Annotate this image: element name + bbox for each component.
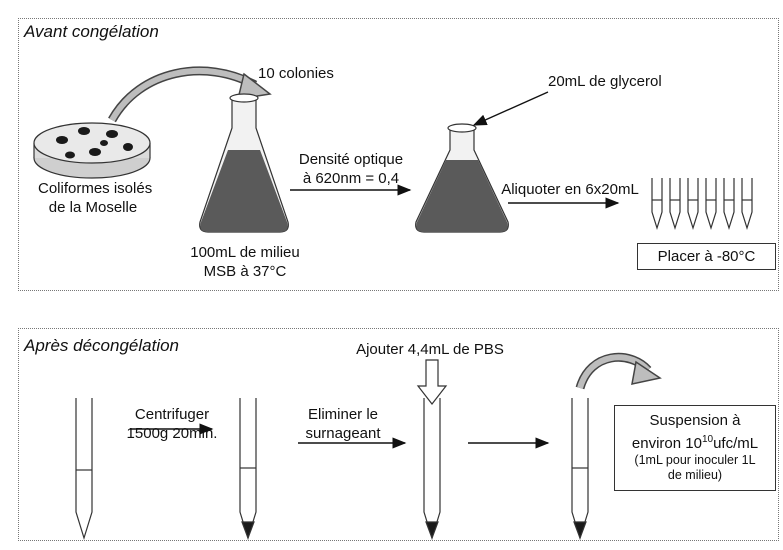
arrow-glycerol	[472, 91, 549, 126]
petri-dish-icon	[33, 122, 151, 179]
medium-label-line2: MSB à 37°C	[203, 263, 287, 280]
aliquot-tube	[669, 178, 681, 231]
result-line2: environ 1010ufc/mL	[615, 430, 775, 453]
aliquot-tube	[741, 178, 753, 231]
colonies-label: 10 colonies	[258, 65, 334, 82]
medium-label-line1: 100mL de milieu	[190, 244, 300, 261]
centrifuge-label-line2: 1500g 20min.	[126, 425, 218, 442]
after-thawing-panel	[18, 328, 779, 541]
tube-before-centrifuge-icon	[75, 398, 93, 541]
add-pbs-arrow-icon	[416, 359, 448, 405]
aliquot-tubes-icon	[651, 178, 753, 231]
remove-supernatant-label: Eliminer le surnageant	[298, 405, 388, 443]
result-line1: Suspension à	[649, 412, 741, 429]
od-label-line2: à 620nm = 0,4	[302, 170, 400, 187]
medium-label: 100mL de milieu MSB à 37°C	[170, 243, 320, 281]
result-arrow-head	[631, 360, 662, 385]
source-label-line2: de la Moselle	[48, 199, 138, 216]
result-line2-pre: environ 10	[631, 435, 702, 452]
after-thawing-title: Après décongélation	[24, 336, 180, 355]
aliquot-tube	[723, 178, 735, 231]
aliquot-tube	[687, 178, 699, 231]
tube-after-centrifuge-icon	[239, 398, 257, 541]
tube-pellet-icon	[423, 398, 441, 541]
centrifuge-label-line1: Centrifuger	[134, 406, 210, 423]
flask-culture-icon	[199, 93, 289, 233]
tube-resuspended-icon	[571, 398, 589, 541]
result-line4: de milieu)	[667, 468, 723, 482]
glycerol-label: 20mL de glycerol	[548, 73, 662, 90]
aliquot-label: Aliquoter en 6x20mL	[501, 181, 639, 198]
remove-label-line2: surnageant	[305, 425, 381, 442]
od-label: Densité optique à 620nm = 0,4	[282, 150, 420, 188]
store-box: Placer à -80°C	[637, 243, 776, 270]
remove-label-line1: Eliminer le	[307, 406, 379, 423]
od-label-line1: Densité optique	[298, 151, 404, 168]
centrifuge-label: Centrifuger 1500g 20min.	[120, 405, 224, 443]
result-line2-sup: 10	[701, 434, 714, 445]
source-label-line1: Coliformes isolés	[38, 180, 153, 197]
before-freezing-title: Avant congélation	[24, 22, 159, 41]
colony-dots	[56, 127, 133, 159]
aliquot-tube	[651, 178, 663, 231]
flask-glycerol-icon	[415, 123, 509, 233]
before-freezing-panel	[18, 18, 779, 291]
result-line3: (1mL pour inoculer 1L	[634, 453, 756, 467]
aliquot-tube	[705, 178, 717, 231]
source-label: Coliformes isolés de la Moselle	[38, 179, 153, 217]
add-pbs-label: Ajouter 4,4mL de PBS	[356, 341, 504, 358]
result-line2-post: ufc/mL	[713, 435, 759, 452]
result-box: Suspension à environ 1010ufc/mL (1mL pou…	[614, 405, 776, 491]
